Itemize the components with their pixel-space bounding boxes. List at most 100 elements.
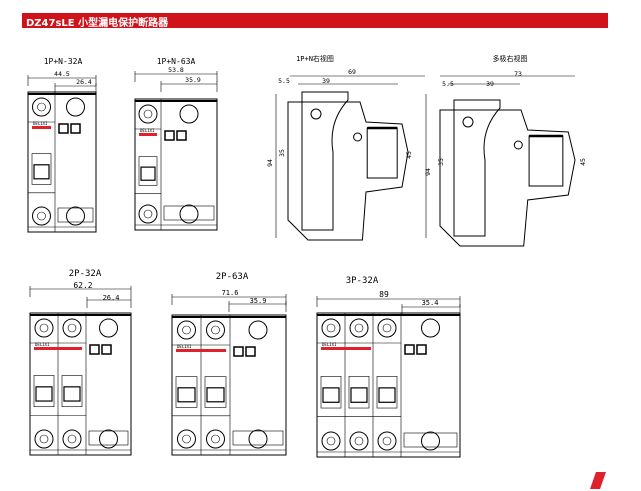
test-button-icon bbox=[164, 130, 175, 141]
dim-depth-side-multi: 73 bbox=[514, 70, 522, 78]
terminal-screw-icon bbox=[377, 431, 397, 451]
side-view-1pn bbox=[287, 91, 409, 241]
terminal-screw-icon bbox=[177, 320, 196, 340]
dim-overall-1pn32: 44.5 bbox=[54, 70, 70, 78]
dim-height-side-1pn: 94 bbox=[266, 159, 274, 167]
brand-label bbox=[321, 347, 371, 350]
terminal-screw-icon bbox=[349, 431, 369, 451]
side-view-multi bbox=[439, 99, 576, 247]
terminal-screw-icon bbox=[349, 318, 369, 338]
toggle-handle bbox=[33, 375, 55, 408]
terminal-screw-icon bbox=[377, 318, 397, 338]
page-title: DZ47sLE 小型漏电保护断路器 bbox=[26, 18, 169, 29]
dim-partial-1pn63: 35.9 bbox=[185, 76, 201, 84]
brand-logo-icon bbox=[590, 472, 606, 489]
toggle-handle bbox=[61, 375, 83, 408]
terminal-screw-icon bbox=[99, 318, 118, 338]
terminal-screw-icon bbox=[321, 431, 341, 451]
terminal-screw-icon bbox=[32, 206, 51, 226]
terminal-screw-icon bbox=[138, 204, 158, 224]
brand-logo-text: DELIXI bbox=[35, 342, 50, 347]
terminal-screw-icon bbox=[421, 431, 440, 451]
dim-offset-side-1pn: 5.5 bbox=[278, 77, 290, 85]
terminal-screw-icon bbox=[34, 318, 54, 338]
reset-button-icon bbox=[101, 344, 112, 355]
reset-button-icon bbox=[70, 123, 81, 134]
dim-overall-2p32: 62.2 bbox=[73, 281, 92, 290]
dim-partial-1pn32: 26.4 bbox=[76, 78, 92, 86]
test-button-icon bbox=[89, 344, 100, 355]
screw-icon bbox=[462, 116, 474, 128]
drawing-title-1pn32: 1P+N-32A bbox=[44, 57, 83, 66]
header-bar: DZ47sLE 小型漏电保护断路器 bbox=[22, 13, 608, 29]
breaker-front-view: DELIXI bbox=[29, 312, 132, 456]
brand-label bbox=[176, 349, 226, 352]
drawing-title-2p32: 2P-32A bbox=[69, 269, 102, 279]
breaker-front-view: DELIXI bbox=[27, 91, 97, 233]
terminal-screw-icon bbox=[248, 429, 268, 449]
toggle-handle bbox=[376, 376, 398, 409]
terminal-screw-icon bbox=[32, 97, 51, 117]
breaker-front-view: DELIXI bbox=[134, 98, 218, 231]
toggle-handle bbox=[31, 153, 52, 185]
terminal-screw-icon bbox=[177, 429, 196, 449]
dim-offset-side-multi: 5.5 bbox=[442, 80, 454, 88]
terminal-screw-icon bbox=[99, 429, 118, 449]
terminal-screw-icon bbox=[62, 429, 82, 449]
screw-icon bbox=[353, 132, 363, 142]
terminal-screw-icon bbox=[321, 318, 341, 338]
brand-label bbox=[139, 133, 157, 136]
drawing-title-side-multi: 多极右视图 bbox=[493, 54, 528, 63]
dim-overall-2p63: 71.6 bbox=[222, 289, 239, 297]
toggle-handle bbox=[320, 376, 342, 409]
test-button-icon bbox=[233, 346, 244, 357]
terminal-screw-icon bbox=[62, 318, 82, 338]
terminal-screw-icon bbox=[179, 104, 199, 124]
screw-icon bbox=[513, 140, 523, 150]
brand-logo-text: DELIXI bbox=[322, 342, 337, 347]
drawing-title-3p32: 3P-32A bbox=[346, 276, 379, 286]
brand-label bbox=[34, 347, 82, 350]
dim-right-side-1pn: 45 bbox=[405, 151, 413, 159]
drawing-title-side-1pn: 1P+N右视图 bbox=[296, 54, 334, 63]
dim-overall-1pn63: 53.8 bbox=[168, 66, 184, 74]
terminal-screw-icon bbox=[66, 97, 85, 117]
dim-partial-3p32: 35.4 bbox=[422, 299, 439, 307]
terminal-screw-icon bbox=[421, 318, 440, 338]
dim-partial-2p63: 35.9 bbox=[250, 297, 267, 305]
brand-logo-text: DELIXI bbox=[177, 344, 192, 349]
dim-mid-side-1pn: 35 bbox=[278, 149, 286, 157]
drawing-title-1pn63: 1P+N-63A bbox=[157, 57, 196, 66]
brand-logo-text: DELIXI bbox=[33, 121, 48, 126]
dim-height-side-multi: 94 bbox=[424, 168, 432, 176]
brand-logo-text: DELIXI bbox=[140, 128, 155, 133]
dim-mid-side-multi: 35 bbox=[437, 158, 445, 166]
dim-partial-2p32: 26.4 bbox=[103, 294, 120, 302]
dim-depth-side-1pn: 69 bbox=[348, 68, 356, 76]
reset-button-icon bbox=[176, 130, 187, 141]
reset-button-icon bbox=[416, 344, 427, 355]
test-button-icon bbox=[58, 123, 69, 134]
toggle-handle bbox=[175, 376, 198, 408]
reset-button-icon bbox=[245, 346, 256, 357]
terminal-screw-icon bbox=[206, 320, 225, 340]
dim-front-side-1pn: 39 bbox=[322, 77, 330, 85]
terminal-screw-icon bbox=[66, 206, 85, 226]
drawing-title-2p63: 2P-63A bbox=[216, 272, 249, 282]
dim-right-side-multi: 45 bbox=[579, 158, 587, 166]
toggle-handle bbox=[138, 156, 158, 186]
dim-front-side-multi: 39 bbox=[486, 80, 494, 88]
breaker-front-view: DELIXI bbox=[171, 314, 287, 456]
brand-label bbox=[32, 126, 51, 129]
terminal-screw-icon bbox=[138, 104, 158, 124]
dim-overall-3p32: 89 bbox=[379, 290, 389, 299]
terminal-screw-icon bbox=[206, 429, 225, 449]
terminal-screw-icon bbox=[179, 204, 199, 224]
screw-icon bbox=[310, 108, 322, 120]
terminal-screw-icon bbox=[34, 429, 54, 449]
terminal-screw-icon bbox=[248, 320, 268, 340]
toggle-handle bbox=[348, 376, 370, 409]
test-button-icon bbox=[404, 344, 415, 355]
breaker-front-view: DELIXI bbox=[316, 312, 461, 458]
